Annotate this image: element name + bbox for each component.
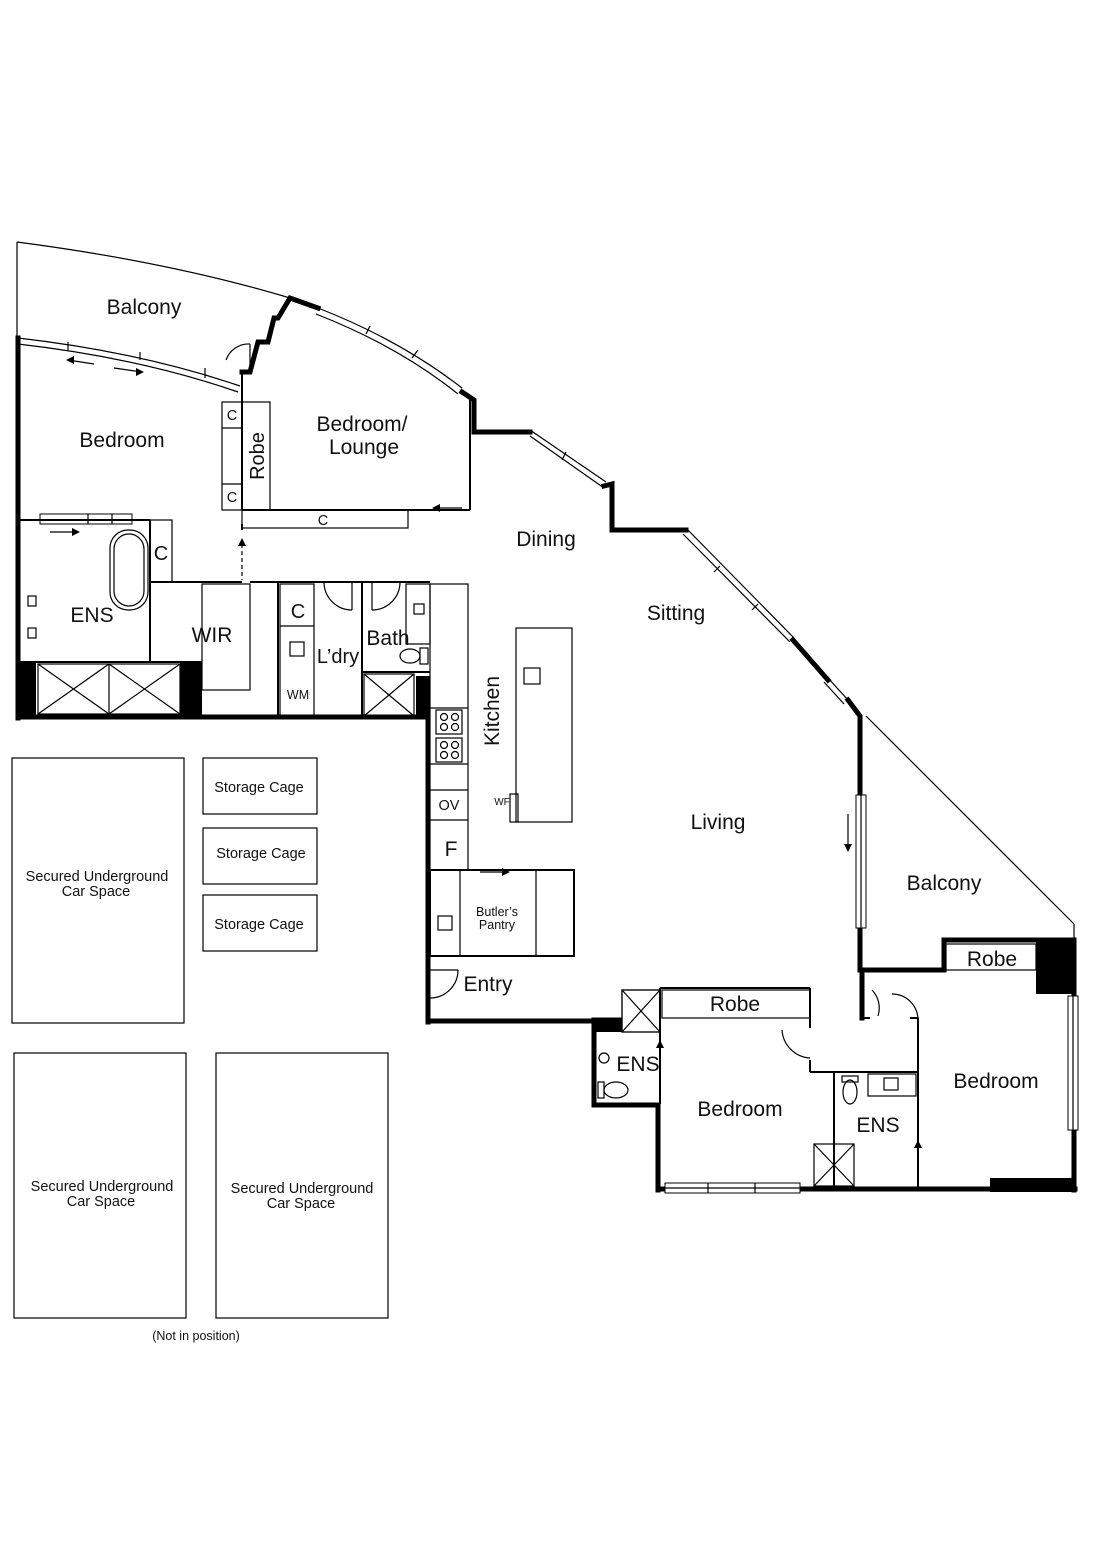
room-labels: Balcony Bedroom Bedroom/ Lounge Robe C C… — [70, 296, 1038, 1137]
label-wir: WIR — [192, 624, 233, 647]
label-storage-cage-3: Storage Cage — [214, 917, 303, 933]
label-bath: Bath — [366, 627, 409, 650]
exterior-walls — [15, 294, 1078, 1193]
label-oven: OV — [439, 798, 460, 814]
label-car-space-2-line2: Car Space — [67, 1194, 136, 1210]
label-laundry: L’dry — [317, 646, 359, 668]
label-car-space-1-line2: Car Space — [62, 884, 131, 900]
label-robe-vertical: Robe — [247, 432, 269, 480]
car-space-1-box — [11, 757, 185, 1024]
label-sitting: Sitting — [647, 602, 705, 625]
label-butlers-pantry-2: Pantry — [479, 918, 516, 932]
doors — [225, 343, 919, 1059]
label-c-laundry: C — [291, 601, 305, 623]
fixtures — [27, 529, 899, 1105]
label-dining: Dining — [516, 528, 576, 551]
label-entry: Entry — [463, 973, 513, 996]
label-balcony-right: Balcony — [907, 872, 982, 895]
label-butlers-pantry-1: Butler’s — [476, 905, 518, 919]
label-wf: WF — [494, 797, 510, 808]
label-balcony-top: Balcony — [107, 296, 182, 319]
label-robe-right: Robe — [967, 948, 1017, 971]
sliding-arrows — [50, 356, 922, 1186]
label-storage-cage-2: Storage Cage — [216, 846, 305, 862]
label-bedroom-main: Bedroom — [79, 429, 164, 452]
label-kitchen: Kitchen — [481, 676, 504, 746]
car-space-3-box — [215, 1052, 389, 1319]
label-robe-bottom: Robe — [710, 993, 760, 1016]
duct-boxes — [37, 663, 855, 1187]
label-car-space-3-line1: Secured Underground — [231, 1181, 374, 1197]
label-wm: WM — [287, 688, 309, 702]
interior-walls — [20, 372, 1037, 1188]
label-car-space-2-line1: Secured Underground — [31, 1179, 174, 1195]
label-c-long: C — [318, 513, 328, 529]
label-fridge: F — [445, 838, 458, 861]
storage-cage-3-box — [202, 894, 318, 952]
label-ens-main: ENS — [70, 604, 113, 627]
label-bedroom-lounge-2: Lounge — [329, 436, 399, 459]
balcony-right-outline — [865, 715, 1075, 940]
label-bedroom-bottom: Bedroom — [697, 1098, 782, 1121]
label-car-space-3-line2: Car Space — [267, 1196, 336, 1212]
storage-cage-1-box — [202, 757, 318, 815]
label-c-ens: C — [154, 543, 168, 565]
label-ens-bottom-left: ENS — [616, 1053, 659, 1076]
label-bedroom-lounge-1: Bedroom/ — [316, 413, 407, 436]
car-space-2-box — [13, 1052, 187, 1319]
label-robe-c-bottom: C — [227, 490, 237, 506]
solid-wall-blocks — [16, 662, 1076, 1192]
balcony-top-outline — [16, 241, 291, 338]
storage-cage-2-box — [202, 827, 318, 885]
label-living: Living — [691, 811, 746, 834]
label-robe-c-top: C — [227, 408, 237, 424]
label-car-space-1-line1: Secured Underground — [26, 869, 169, 885]
label-not-in-position: (Not in position) — [152, 1329, 240, 1343]
label-storage-cage-1: Storage Cage — [214, 780, 303, 796]
label-bedroom-right: Bedroom — [953, 1070, 1038, 1093]
label-ens-bottom-right: ENS — [856, 1114, 899, 1137]
parking-labels: Secured Underground Car Space Secured Un… — [26, 780, 374, 1343]
parking-storage-outlines — [11, 757, 389, 1319]
